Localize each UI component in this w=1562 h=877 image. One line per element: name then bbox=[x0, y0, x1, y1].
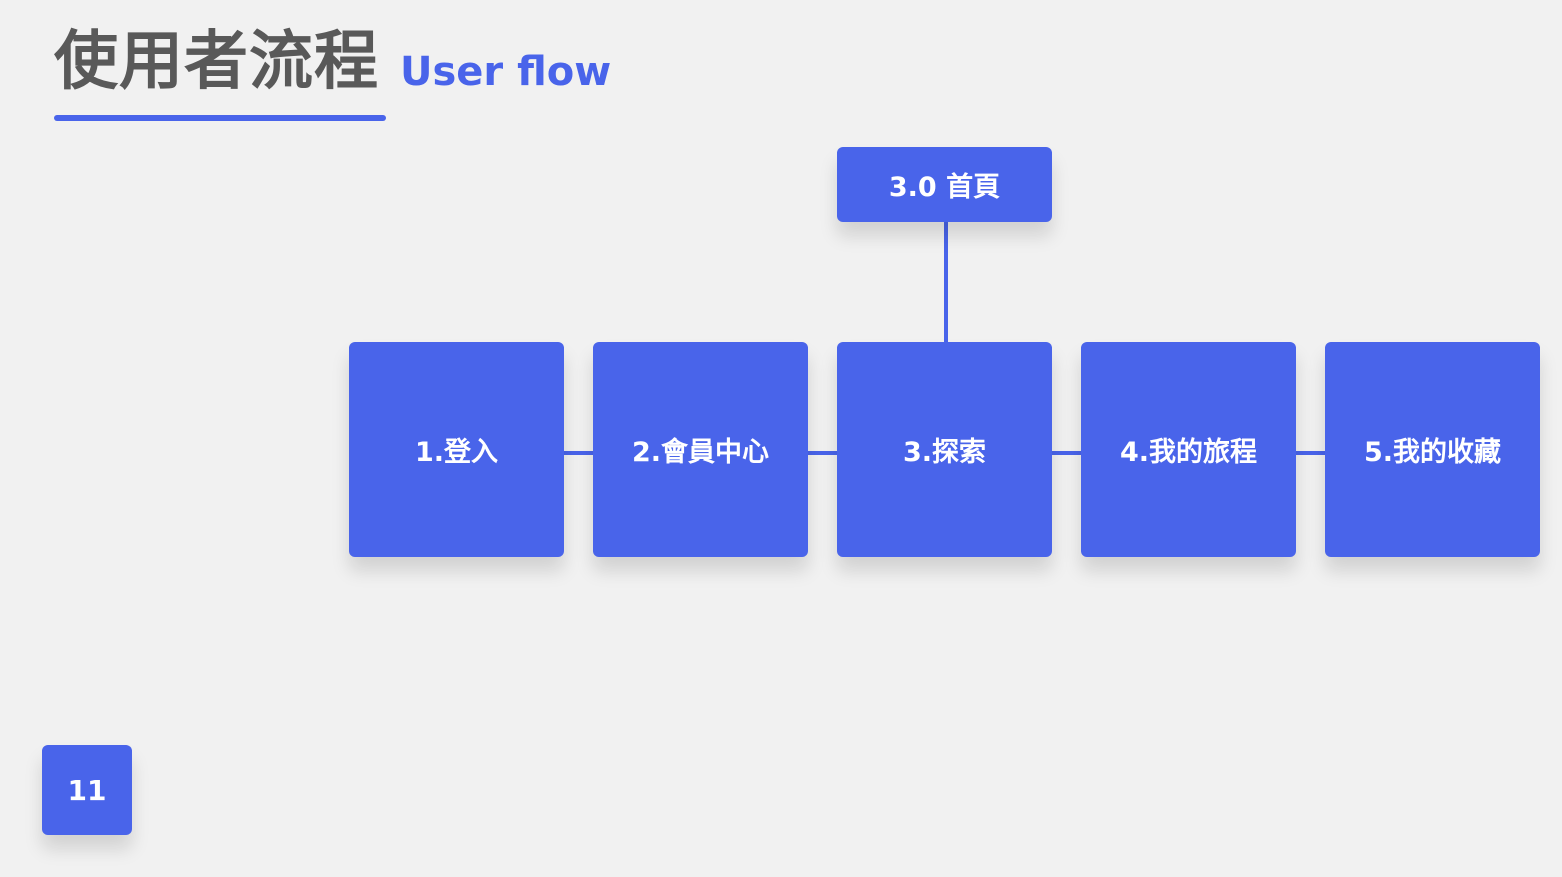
connector-3-4 bbox=[1052, 451, 1082, 455]
connector-2-3 bbox=[808, 451, 838, 455]
flow-node-member-center: 2.會員中心 bbox=[593, 342, 808, 557]
page-title: 使用者流程 bbox=[54, 25, 379, 99]
flow-node-login: 1.登入 bbox=[349, 342, 564, 557]
flow-node-my-favorites: 5.我的收藏 bbox=[1325, 342, 1540, 557]
page-subtitle: User flow bbox=[400, 49, 612, 95]
page-number-badge: 11 bbox=[42, 745, 132, 835]
flow-node-my-trips: 4.我的旅程 bbox=[1081, 342, 1296, 557]
connector-4-5 bbox=[1296, 451, 1326, 455]
flow-node-home: 3.0 首頁 bbox=[837, 147, 1052, 222]
home-connector bbox=[944, 222, 948, 342]
title-underline bbox=[54, 115, 386, 121]
flow-node-explore: 3.探索 bbox=[837, 342, 1052, 557]
connector-1-2 bbox=[564, 451, 594, 455]
